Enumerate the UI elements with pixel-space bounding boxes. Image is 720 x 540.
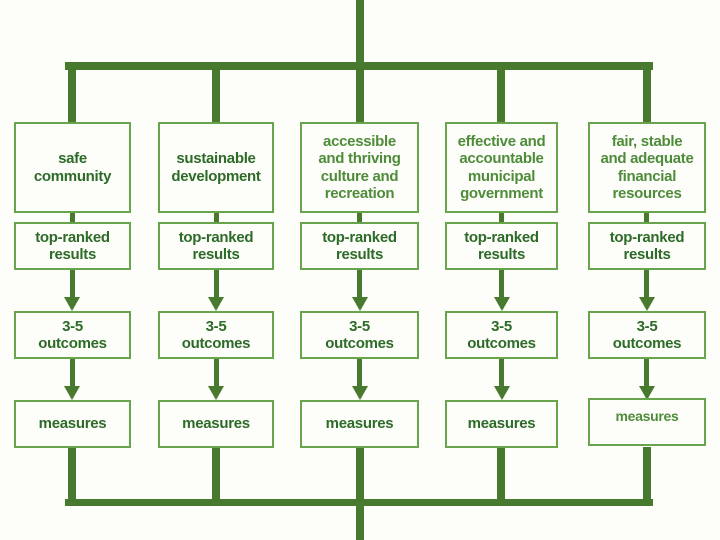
pillar-header-sustainable-development: sustainable development <box>158 122 274 213</box>
top-ranked-results-box: top-ranked results <box>158 222 274 270</box>
top-drop-line-col5 <box>643 62 651 122</box>
down-arrow-icon <box>494 297 510 311</box>
bottom-trunk-line <box>356 447 364 540</box>
top-drop-line-col1 <box>68 62 76 122</box>
top-ranked-results-box: top-ranked results <box>445 222 558 270</box>
stub-line-col3 <box>357 213 362 222</box>
down-arrow-stem <box>357 359 362 387</box>
outcomes-box: 3-5 outcomes <box>445 311 558 359</box>
stub-line-col2 <box>214 213 219 222</box>
stub-line-col5 <box>644 213 649 222</box>
top-ranked-results-box: top-ranked results <box>588 222 706 270</box>
top-ranked-results-box: top-ranked results <box>14 222 131 270</box>
down-arrow-icon <box>208 386 224 400</box>
stub-line-col4 <box>499 213 504 222</box>
down-arrow-icon <box>352 386 368 400</box>
down-arrow-icon <box>639 297 655 311</box>
outcomes-box: 3-5 outcomes <box>158 311 274 359</box>
bottom-riser-line-col2 <box>212 447 220 506</box>
top-trunk-line <box>356 0 364 122</box>
down-arrow-stem <box>357 270 362 298</box>
outcomes-box: 3-5 outcomes <box>588 311 706 359</box>
outcomes-box: 3-5 outcomes <box>14 311 131 359</box>
top-drop-line-col2 <box>212 62 220 122</box>
down-arrow-icon <box>352 297 368 311</box>
measures-box: measures <box>300 400 419 448</box>
down-arrow-icon <box>64 297 80 311</box>
pillar-header-municipal-government: effective and accountable municipal gove… <box>445 122 558 213</box>
down-arrow-stem <box>70 270 75 298</box>
down-arrow-stem <box>644 270 649 298</box>
stub-line-col1 <box>70 213 75 222</box>
bottom-riser-line-col4 <box>497 447 505 506</box>
down-arrow-stem <box>214 359 219 387</box>
down-arrow-icon <box>639 386 655 400</box>
measures-box: measures <box>14 400 131 448</box>
pillar-header-culture-recreation: accessible and thriving culture and recr… <box>300 122 419 213</box>
down-arrow-icon <box>208 297 224 311</box>
top-drop-line-col4 <box>497 62 505 122</box>
top-rail-line <box>65 62 653 70</box>
bottom-riser-line-col1 <box>68 447 76 506</box>
down-arrow-icon <box>64 386 80 400</box>
down-arrow-stem <box>644 359 649 387</box>
measures-box: measures <box>588 398 706 446</box>
down-arrow-stem <box>499 359 504 387</box>
outcomes-box: 3-5 outcomes <box>300 311 419 359</box>
pillar-header-financial-resources: fair, stable and adequate financial reso… <box>588 122 706 213</box>
measures-box: measures <box>158 400 274 448</box>
pillar-header-safe-community: safe community <box>14 122 131 213</box>
down-arrow-icon <box>494 386 510 400</box>
top-ranked-results-box: top-ranked results <box>300 222 419 270</box>
bottom-riser-line-col5 <box>643 447 651 506</box>
measures-box: measures <box>445 400 558 448</box>
down-arrow-stem <box>70 359 75 387</box>
down-arrow-stem <box>214 270 219 298</box>
down-arrow-stem <box>499 270 504 298</box>
